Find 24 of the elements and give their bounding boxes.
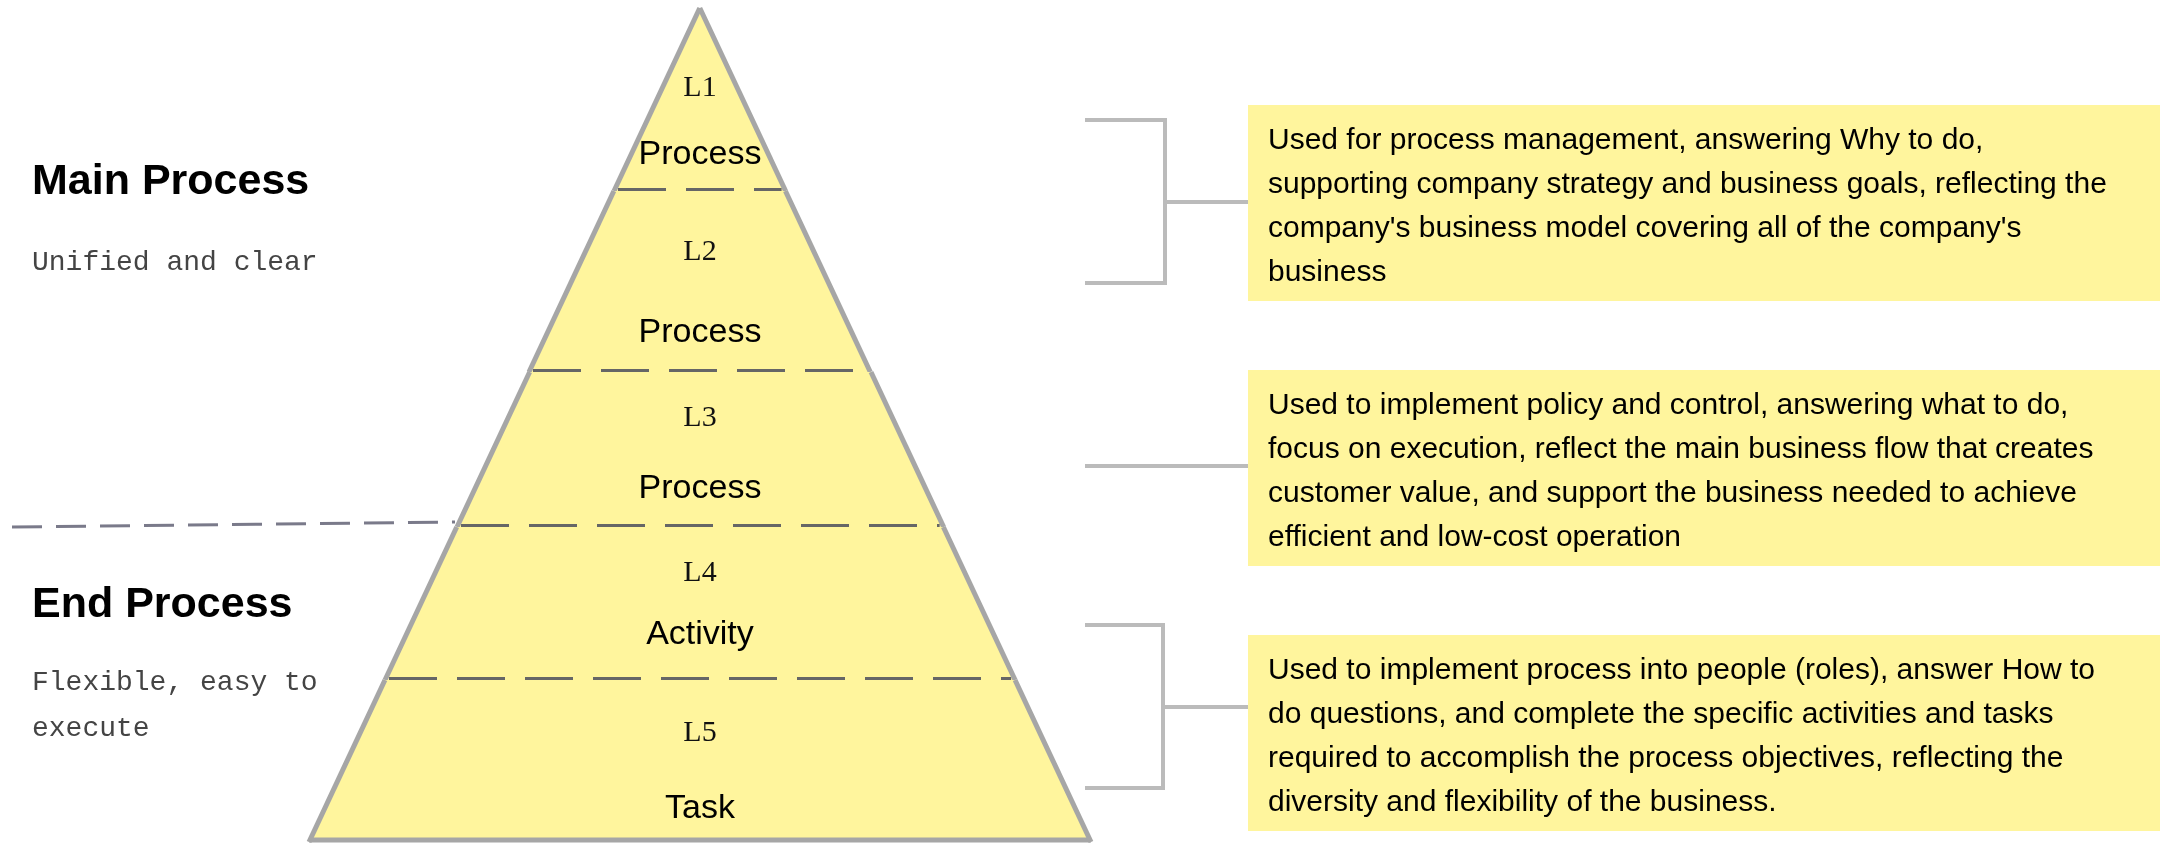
level-code: L1: [683, 68, 717, 104]
description-box: [1248, 635, 2160, 831]
level-code: L3: [683, 398, 717, 434]
description-box: [1248, 105, 2160, 301]
pyramid-layer: [380, 527, 1020, 680]
level-code: L5: [683, 713, 717, 749]
description-text: Used to implement process into people (roles), answer How to do questions, and complete the specific activities and tasks required to accomplish the process objectives, reflecting the diversity and flexibility of the business.: [1268, 651, 2097, 819]
pyramid-layer: [452, 372, 948, 527]
level-code: L2: [683, 232, 717, 268]
level-code: L4: [683, 553, 717, 589]
description-box: [1248, 370, 2160, 566]
section-heading: Main Process: [32, 155, 310, 204]
level-name: Activity: [646, 612, 754, 652]
section-subtitle: Flexible, easy to execute: [32, 666, 319, 746]
pyramid-layer: [525, 191, 875, 372]
section-subtitle: Unified and clear: [32, 246, 319, 280]
level-name: Process: [638, 310, 762, 350]
description-text: Used for process management, answering Why to do, supporting company strategy and business goals, reflecting the company's business model covering all of the company's business: [1268, 121, 2108, 289]
level-name: Process: [638, 466, 762, 506]
description-text: Used to implement policy and control, answering what to do, focus on execution, reflect the main business flow that creates customer value, and support the business needed to achieve efficient and low-cost operation: [1268, 386, 2095, 554]
pyramid-layer: [610, 8, 790, 191]
level-name: Task: [665, 786, 735, 826]
section-heading: End Process: [32, 578, 293, 627]
level-name: Process: [638, 132, 762, 172]
